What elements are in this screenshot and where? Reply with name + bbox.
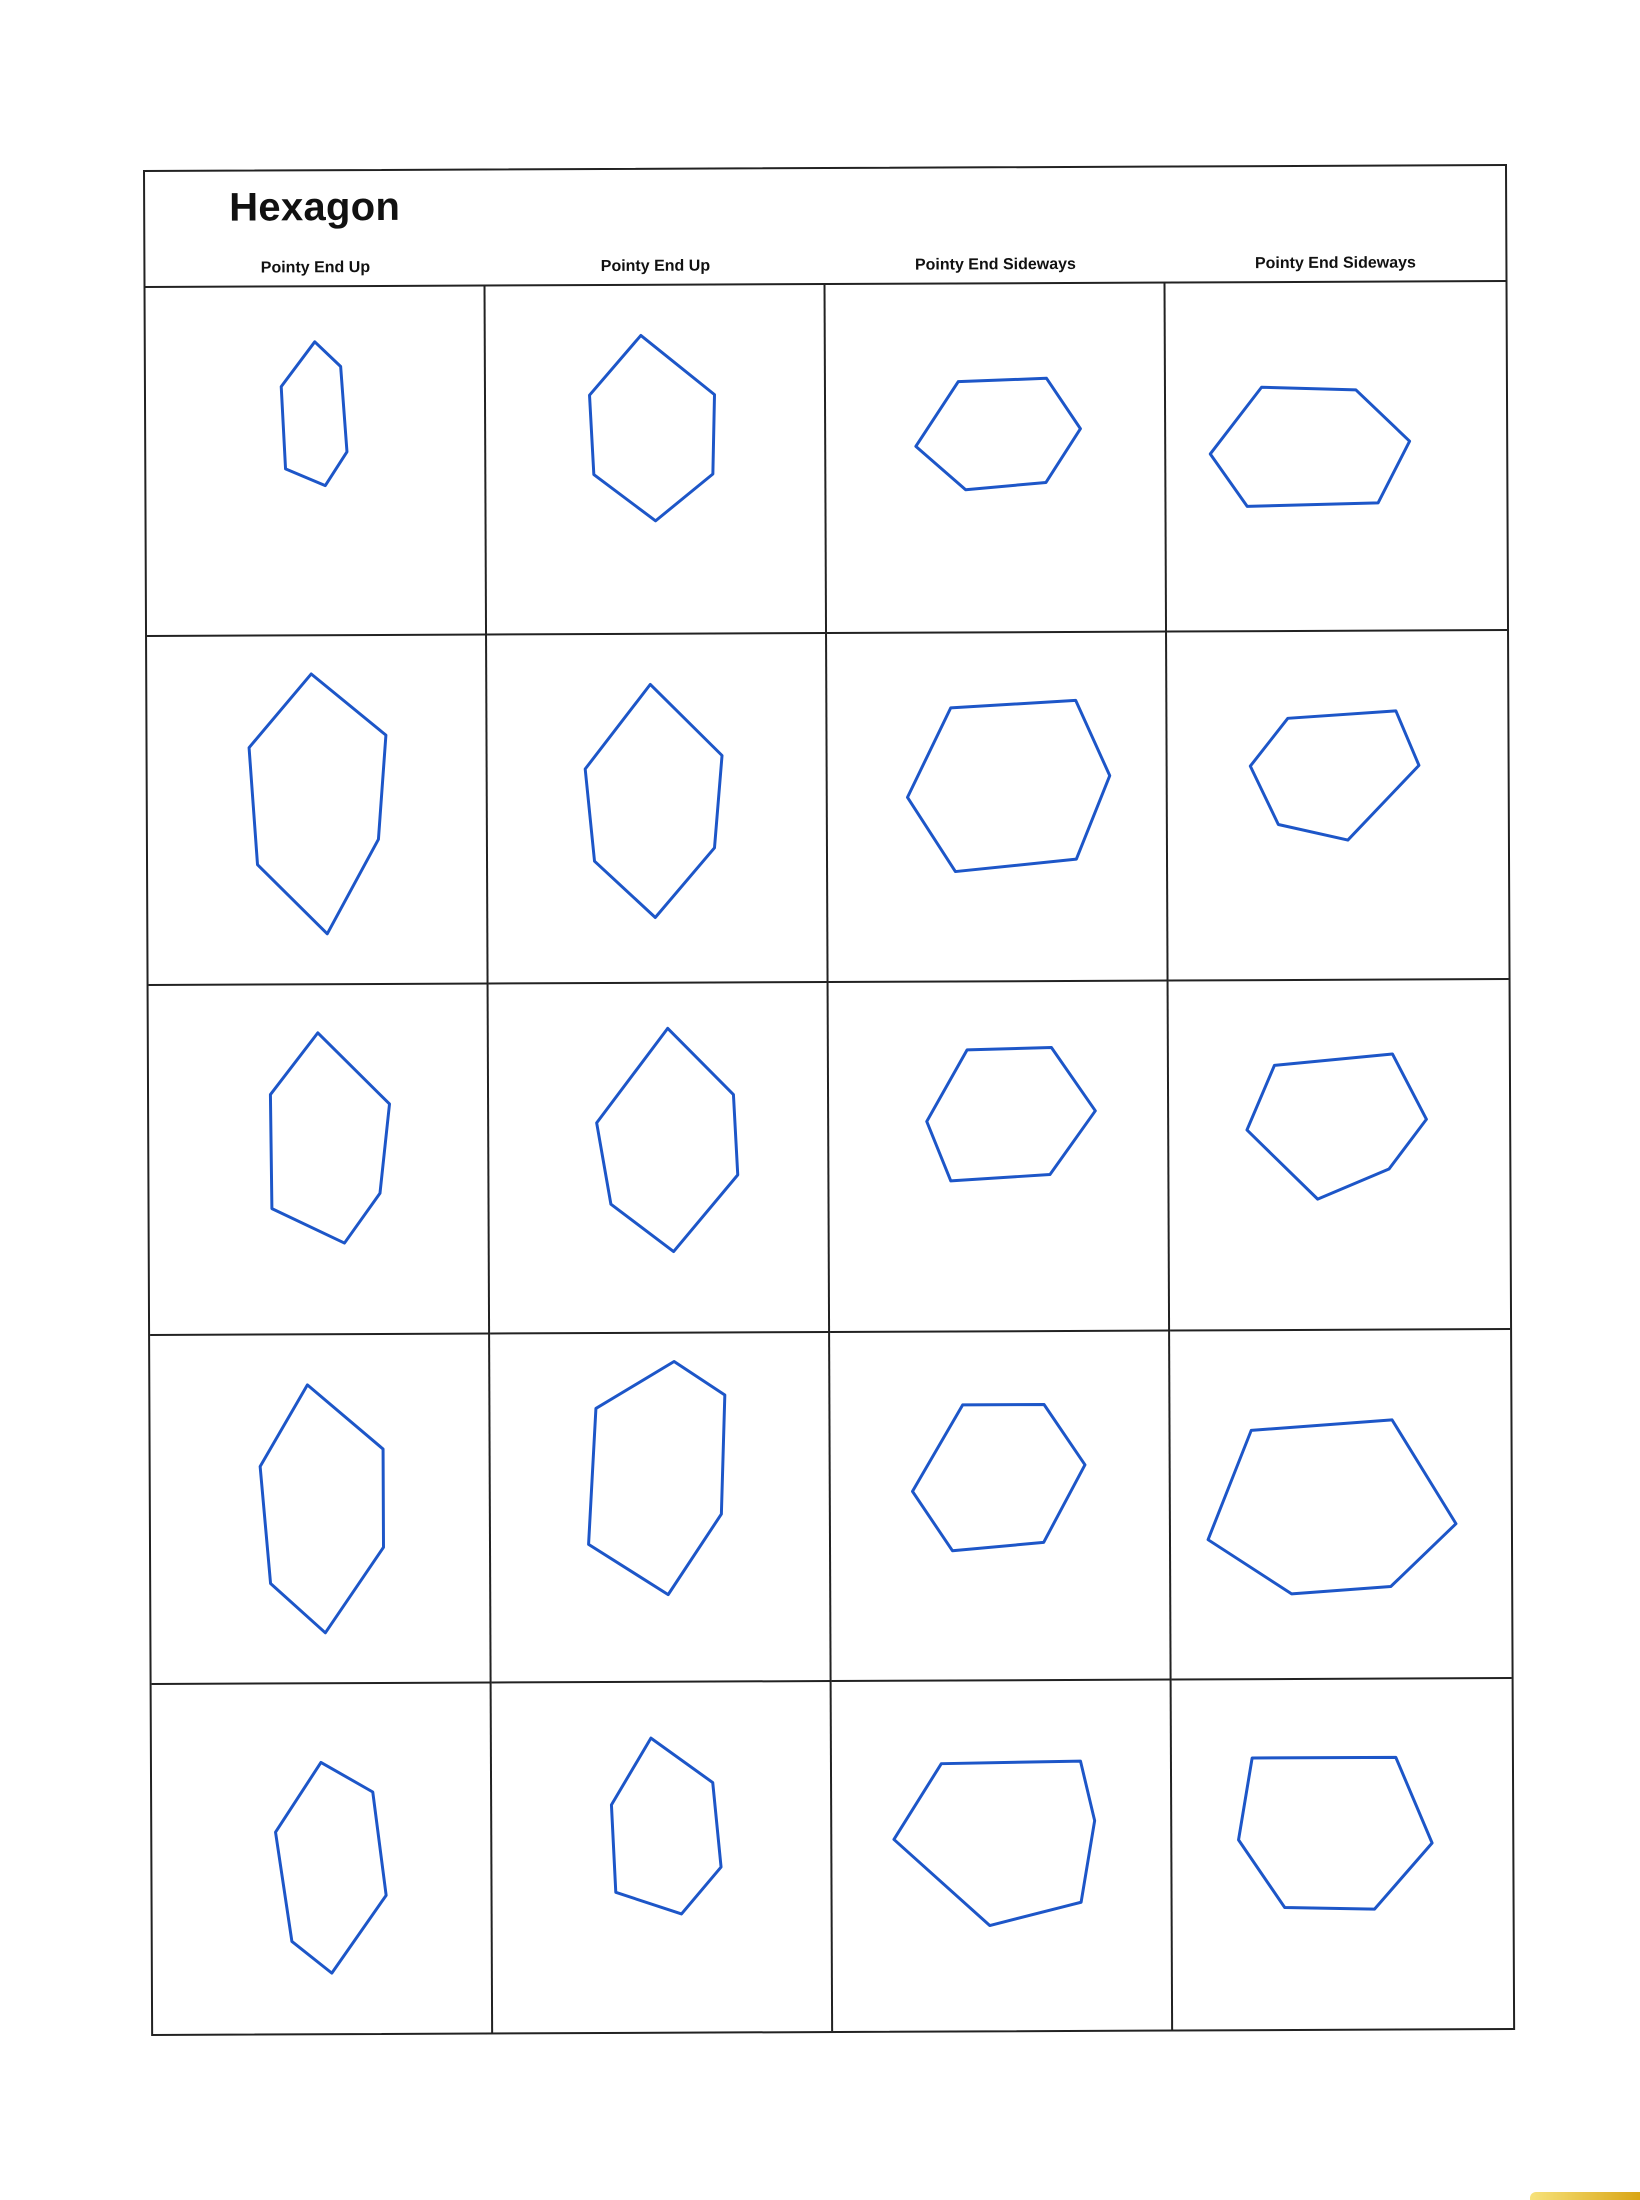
hand-drawn-hexagon — [595, 1027, 740, 1254]
worksheet-header: Hexagon Pointy End Up Pointy End Up Poin… — [145, 166, 1506, 288]
hand-drawn-hexagon — [609, 1736, 723, 1916]
grid-cell — [1170, 1329, 1512, 1681]
grid-cell — [150, 1334, 492, 1685]
page-edge-strip — [1530, 2192, 1640, 2200]
hand-drawn-hexagon — [274, 1760, 388, 1975]
grid-cell — [1168, 980, 1511, 1332]
hand-drawn-hexagon — [905, 699, 1112, 874]
column-header-1: Pointy End Up — [260, 259, 371, 277]
column-headers: Pointy End Up Pointy End Up Pointy End S… — [145, 254, 1505, 278]
grid-cell — [1172, 1679, 1514, 2030]
hand-drawn-hexagon — [258, 1383, 385, 1634]
grid-cell — [830, 1331, 1172, 1682]
grid-cell — [1165, 282, 1508, 633]
hand-drawn-hexagon — [583, 683, 724, 920]
hand-drawn-hexagon — [247, 672, 388, 936]
hand-drawn-hexagon — [1248, 709, 1421, 842]
grid-cell — [828, 981, 1171, 1333]
grid-cell — [487, 634, 829, 985]
hand-drawn-hexagon — [925, 1046, 1097, 1183]
grid-cell — [490, 1332, 832, 1684]
column-header-2: Pointy End Up — [600, 257, 711, 276]
worksheet: Hexagon Pointy End Up Pointy End Up Poin… — [143, 164, 1516, 2036]
grid-cell — [148, 984, 491, 1336]
hand-drawn-hexagon — [588, 333, 716, 523]
drawing-grid — [145, 282, 1514, 2034]
column-header-3: Pointy End Sideways — [914, 255, 1076, 274]
grid-cell — [1167, 631, 1509, 982]
grid-cell — [151, 1683, 494, 2034]
hand-drawn-hexagon — [1237, 1755, 1434, 1911]
column-header-4: Pointy End Sideways — [1254, 254, 1416, 273]
grid-cell — [827, 632, 1169, 984]
grid-cell — [145, 286, 488, 638]
hand-drawn-hexagon — [279, 340, 349, 488]
grid-cell — [831, 1680, 1174, 2032]
hand-drawn-hexagon — [914, 376, 1082, 492]
grid-cell — [825, 283, 1168, 635]
hand-drawn-hexagon — [268, 1031, 391, 1245]
hand-drawn-hexagon — [892, 1759, 1097, 1927]
grid-cell — [147, 635, 489, 987]
grid-cell — [488, 983, 831, 1335]
hand-drawn-hexagon — [1206, 1417, 1458, 1595]
page-title: Hexagon — [229, 184, 401, 230]
hand-drawn-hexagon — [910, 1402, 1087, 1552]
grid-cell — [485, 285, 828, 636]
hand-drawn-hexagon — [1208, 385, 1412, 508]
grid-cell — [491, 1681, 834, 2033]
hand-drawn-hexagon — [587, 1359, 727, 1596]
hand-drawn-hexagon — [1245, 1052, 1428, 1202]
